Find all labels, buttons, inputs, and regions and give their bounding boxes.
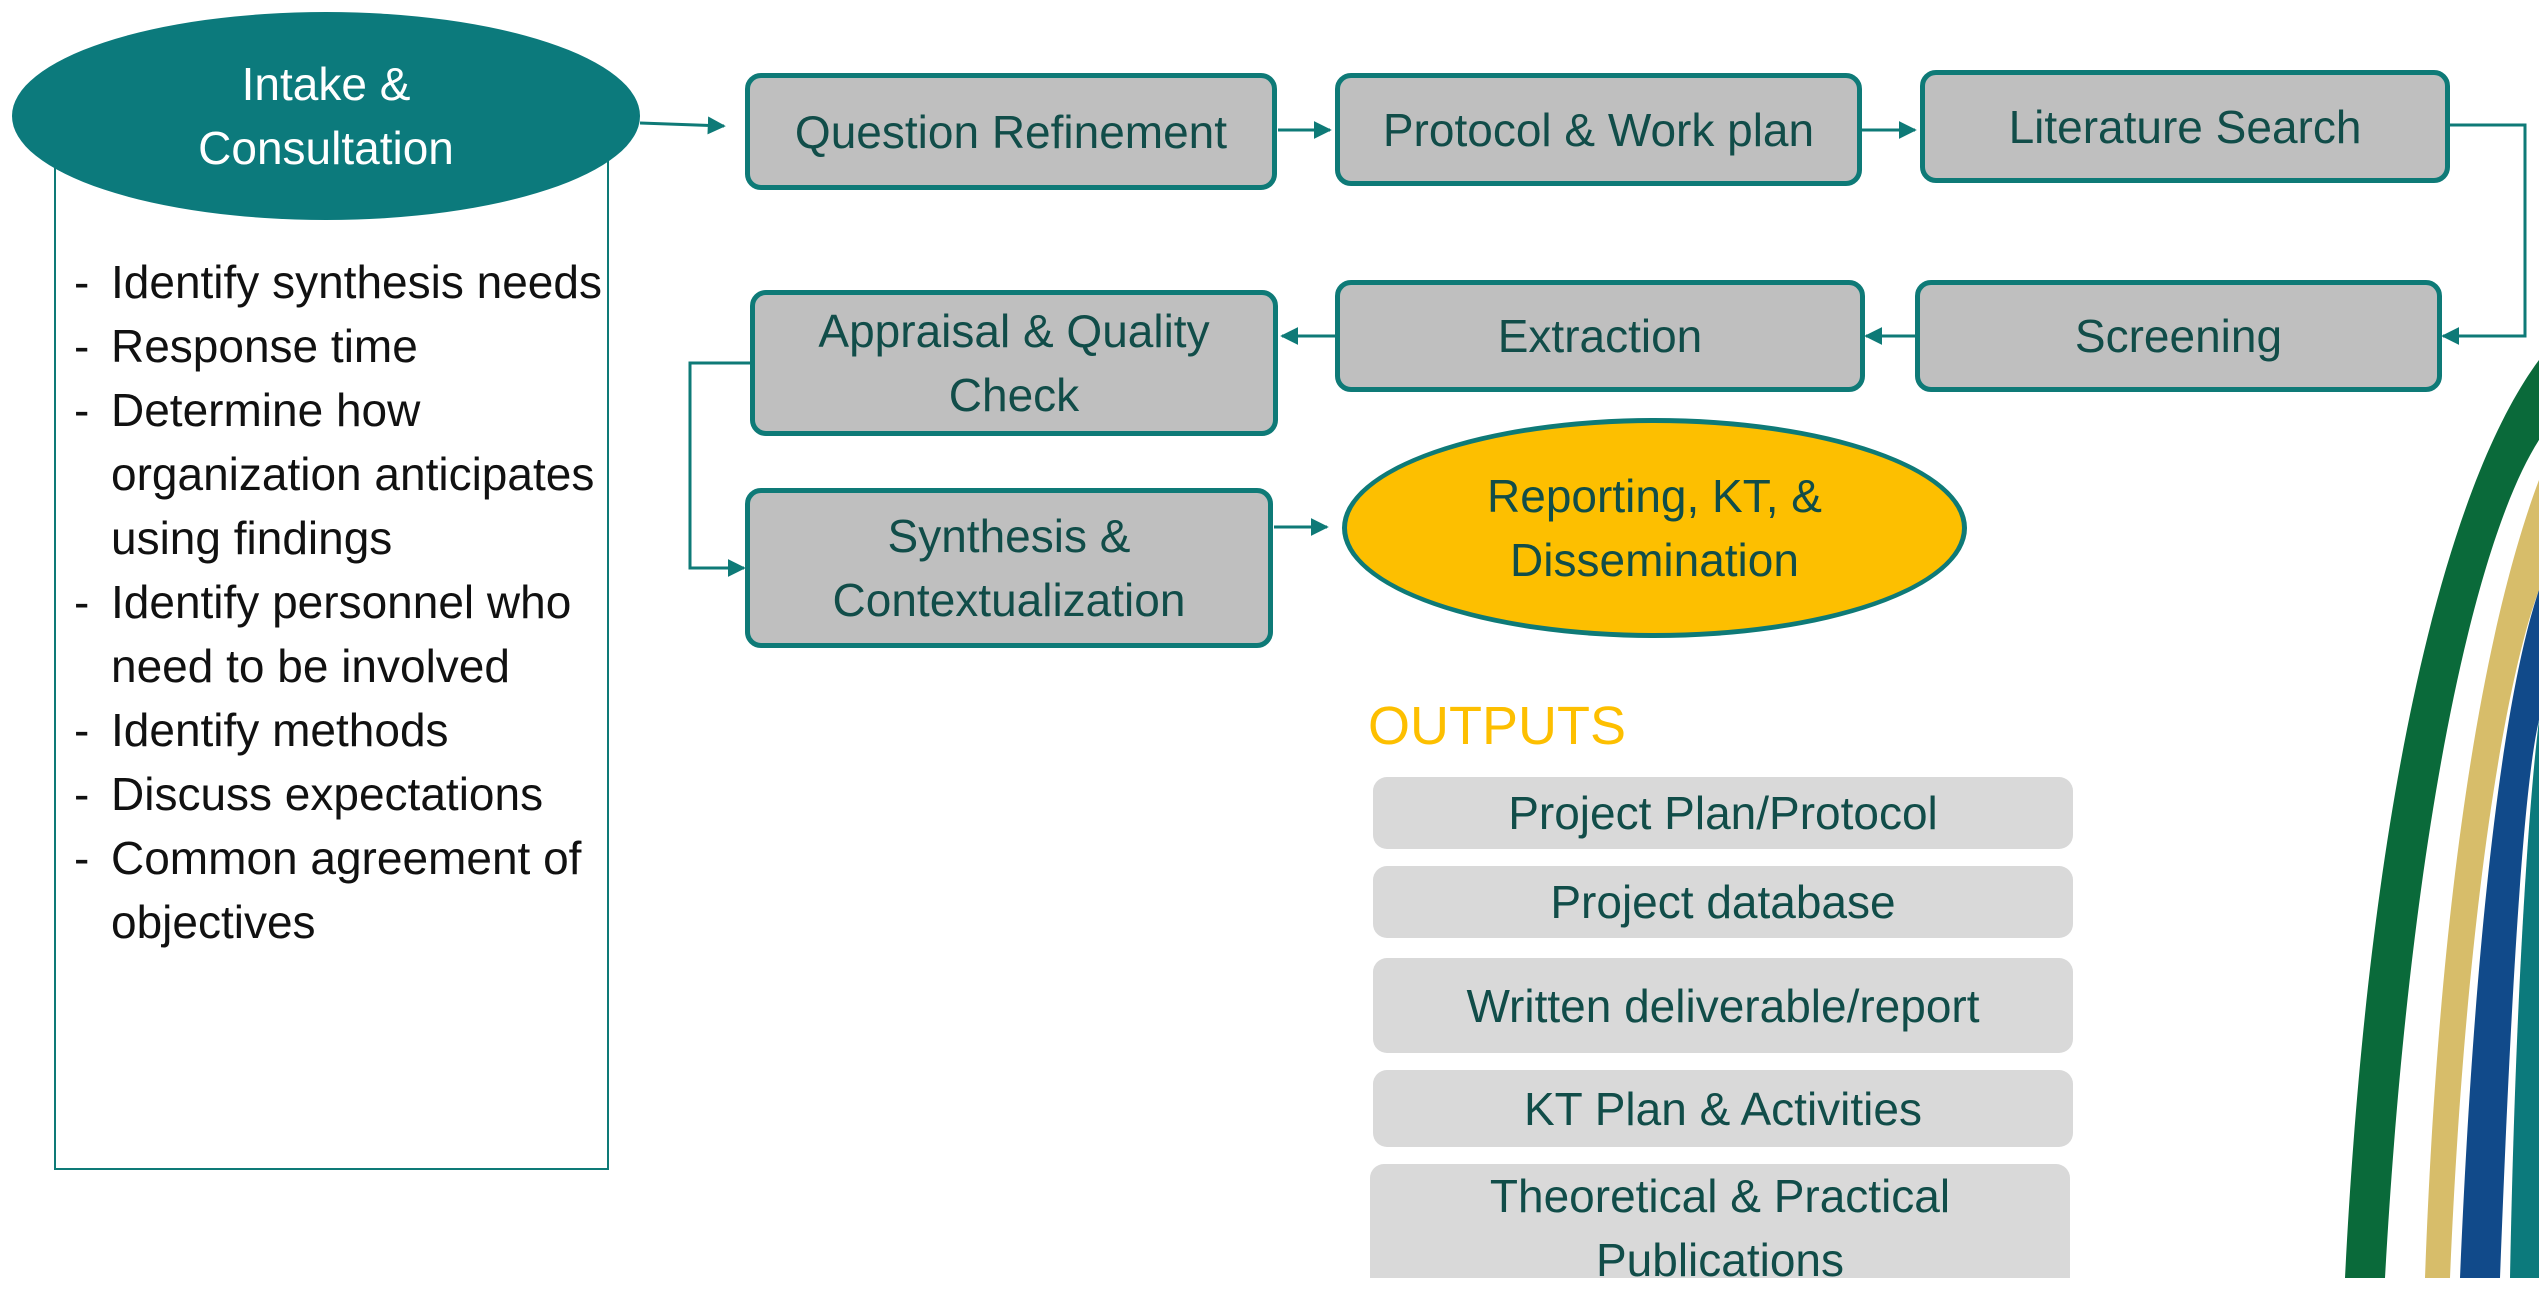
task-item: Response time	[56, 314, 606, 378]
screening-label: Screening	[2074, 310, 2283, 362]
synthesis-label-line1: Synthesis &	[887, 510, 1131, 562]
intake-task-list: Identify synthesis needs Response time D…	[56, 250, 606, 954]
appraisal-label-line2: Check	[948, 369, 1080, 421]
question-refinement-node: Question Refinement	[745, 73, 1277, 190]
intake-label-line1: Intake &	[241, 58, 411, 110]
task-item: Identify personnel who need to be involv…	[56, 570, 606, 698]
protocol-node: Protocol & Work plan	[1335, 73, 1862, 186]
screening-node: Screening	[1915, 280, 2442, 392]
literature-search-label: Literature Search	[2008, 100, 2362, 153]
task-item: Identify synthesis needs	[56, 250, 606, 314]
decorative-swoosh	[2345, 360, 2539, 1278]
intake-panel: Identify synthesis needs Response time D…	[54, 150, 609, 1170]
output-item-label: Written deliverable/report	[1466, 979, 1980, 1032]
literature-search-node: Literature Search	[1920, 70, 2450, 183]
extraction-label: Extraction	[1497, 310, 1703, 362]
intake-consultation-node: Intake & Consultation	[12, 12, 640, 220]
extraction-node: Extraction	[1335, 280, 1865, 392]
reporting-dissemination-node: Reporting, KT, & Dissemination	[1342, 418, 1967, 638]
appraisal-node: Appraisal & Quality Check	[750, 290, 1278, 436]
synthesis-node: Synthesis & Contextualization	[745, 488, 1273, 648]
question-refinement-label: Question Refinement	[794, 105, 1228, 158]
output-item: Theoretical & Practical Publications	[1370, 1164, 2070, 1286]
task-item: Determine how organization anticipates u…	[56, 378, 606, 570]
outputs-title: OUTPUTS	[1368, 696, 1627, 756]
output-item: Project database	[1373, 866, 2073, 938]
reporting-label-line2: Dissemination	[1510, 534, 1799, 586]
task-item: Common agreement of objectives	[56, 826, 606, 954]
task-item: Discuss expectations	[56, 762, 606, 826]
output-item-label-line2: Publications	[1595, 1234, 1845, 1286]
intake-label-line2: Consultation	[198, 122, 454, 174]
reporting-label-line1: Reporting, KT, &	[1487, 470, 1822, 522]
output-item-label: Project Plan/Protocol	[1508, 787, 1938, 839]
output-item-label: KT Plan & Activities	[1524, 1082, 1922, 1135]
output-item: Written deliverable/report	[1373, 958, 2073, 1053]
synthesis-label-line2: Contextualization	[832, 574, 1186, 626]
output-item-label-line1: Theoretical & Practical	[1489, 1170, 1951, 1222]
output-item: KT Plan & Activities	[1373, 1070, 2073, 1147]
appraisal-label-line1: Appraisal & Quality	[818, 305, 1210, 357]
task-item: Identify methods	[56, 698, 606, 762]
protocol-label: Protocol & Work plan	[1382, 103, 1815, 156]
output-item: Project Plan/Protocol	[1373, 777, 2073, 849]
output-item-label: Project database	[1550, 876, 1896, 928]
